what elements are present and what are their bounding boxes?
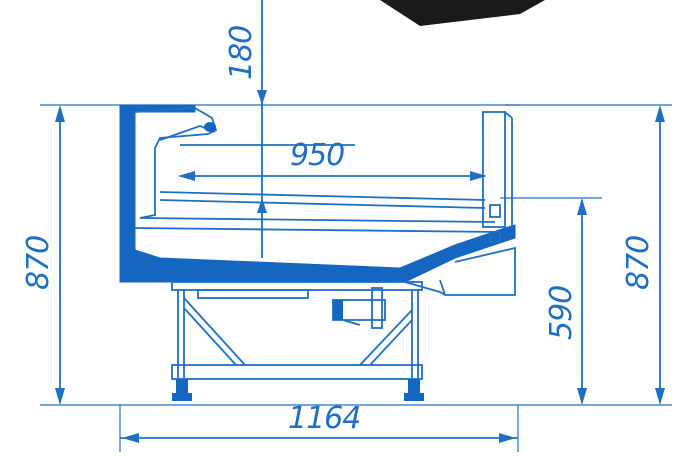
brace: [183, 307, 237, 366]
base-frame-top: [171, 281, 423, 291]
upright-bracket: [489, 231, 501, 243]
brace: [359, 309, 413, 366]
brace: [183, 297, 246, 366]
arrow-down: [257, 90, 267, 105]
shelf-line: [134, 227, 501, 233]
arrow-left: [178, 171, 195, 181]
panel-detail: [439, 279, 446, 296]
rear-upright: [482, 111, 506, 228]
foot-right: [408, 379, 420, 393]
case-tub-body: [119, 104, 516, 283]
valve-unit-front: [333, 300, 343, 320]
dim-label-870-left: 870: [21, 236, 56, 290]
upright-detail: [504, 111, 513, 119]
brace: [369, 319, 413, 366]
shelf-line: [139, 217, 496, 223]
dim-label-950: 950: [290, 138, 344, 173]
canopy-lamp-end: [204, 122, 216, 132]
base-rail: [171, 364, 423, 380]
dim-label-1164: 1164: [288, 401, 360, 436]
canopy-frame: [134, 107, 218, 219]
dim-label-180: 180: [224, 26, 259, 80]
arrow-down: [55, 388, 65, 405]
arrow-up: [577, 198, 587, 215]
shelf-line: [159, 199, 486, 209]
shelf-line: [159, 191, 486, 201]
case-photo-fragment: [380, 0, 545, 26]
arrow-left: [122, 433, 139, 443]
foot-right-pad: [404, 393, 424, 401]
foot-left: [176, 379, 188, 393]
arrow-right: [499, 433, 516, 443]
dim-label-590: 590: [544, 286, 579, 340]
service-panel: [404, 246, 516, 296]
drain-tray: [197, 289, 309, 299]
valve-pipe: [342, 319, 361, 326]
arrow-up: [655, 105, 665, 122]
arrow-down: [577, 388, 587, 405]
upright-bracket: [489, 204, 501, 218]
arrow-down: [655, 388, 665, 405]
arrow-up: [257, 198, 267, 213]
valve-unit-detail: [371, 287, 383, 329]
arrow-right: [470, 171, 487, 181]
dim-label-870-right: 870: [621, 236, 656, 290]
arrow-up: [55, 105, 65, 122]
foot-left-pad: [172, 393, 192, 401]
